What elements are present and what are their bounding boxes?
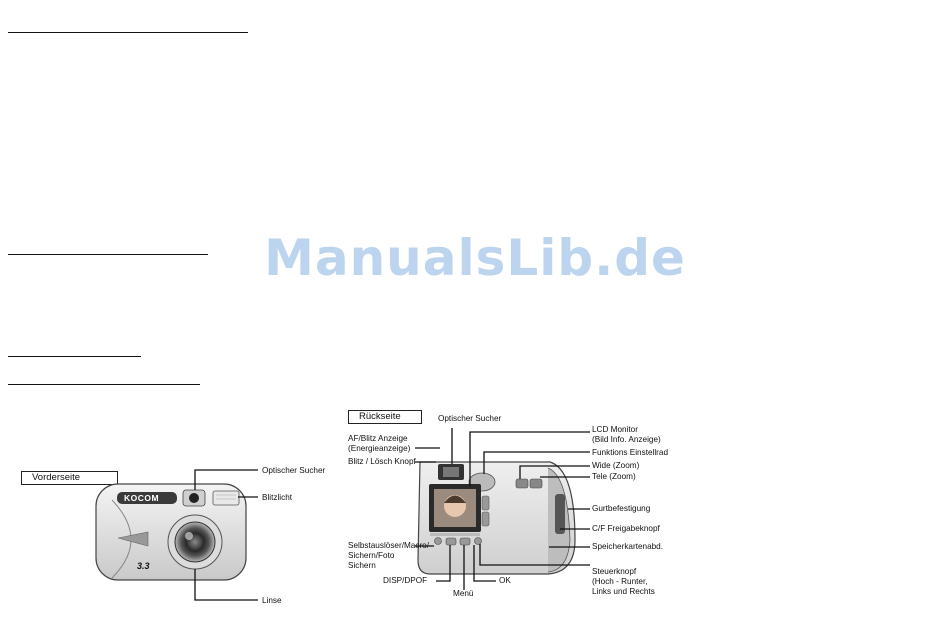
back-callout-cf-release: C/F Freigabeknopf bbox=[592, 524, 660, 533]
watermark-text: ManualsLib.de bbox=[264, 229, 686, 287]
back-callout-flash-delete: Blitz / Lösch Knopf bbox=[348, 457, 416, 466]
front-megapixel-badge: 3.3 bbox=[137, 561, 150, 571]
back-callout-card-cover: Speicherkartenabd. bbox=[592, 542, 664, 551]
back-callout-mode-dial: Funktions Einstellrad bbox=[592, 448, 668, 457]
front-section-label: Vorderseite bbox=[21, 471, 118, 485]
front-callout-flash: Blitzlicht bbox=[262, 493, 293, 502]
front-brand-logo: KOCOM bbox=[124, 493, 160, 503]
back-callout-af-flash-indicator: AF/Blitz Anzeige (Energieanzeige) bbox=[348, 434, 411, 453]
back-callout-ok: OK bbox=[499, 576, 511, 585]
back-callout-control-pad: Steuerknopf (Hoch - Runter, Links und Re… bbox=[592, 567, 655, 596]
back-callout-lcd-monitor: LCD Monitor (Bild Info. Anzeige) bbox=[592, 425, 661, 444]
heading-rule-2 bbox=[8, 254, 208, 255]
back-callout-wide-zoom: Wide (Zoom) bbox=[592, 461, 640, 470]
front-callout-lens: Linse bbox=[262, 596, 282, 605]
front-callout-viewfinder: Optischer Sucher bbox=[262, 466, 326, 475]
back-callout-viewfinder: Optischer Sucher bbox=[438, 414, 502, 423]
back-callout-menu: Menü bbox=[453, 589, 474, 598]
heading-rule-1 bbox=[8, 32, 248, 33]
heading-rule-4 bbox=[8, 384, 200, 385]
back-section-label: Rückseite bbox=[348, 410, 422, 424]
back-callout-strap-mount: Gurtbefestigung bbox=[592, 504, 651, 513]
back-callout-disp-dpof: DISP/DPOF bbox=[383, 576, 428, 585]
back-callout-tele-zoom: Tele (Zoom) bbox=[592, 472, 636, 481]
heading-rule-3 bbox=[8, 356, 141, 357]
back-callout-self-timer: Selbstauslöser/Macro/ Sichern/Foto Siche… bbox=[348, 541, 429, 570]
